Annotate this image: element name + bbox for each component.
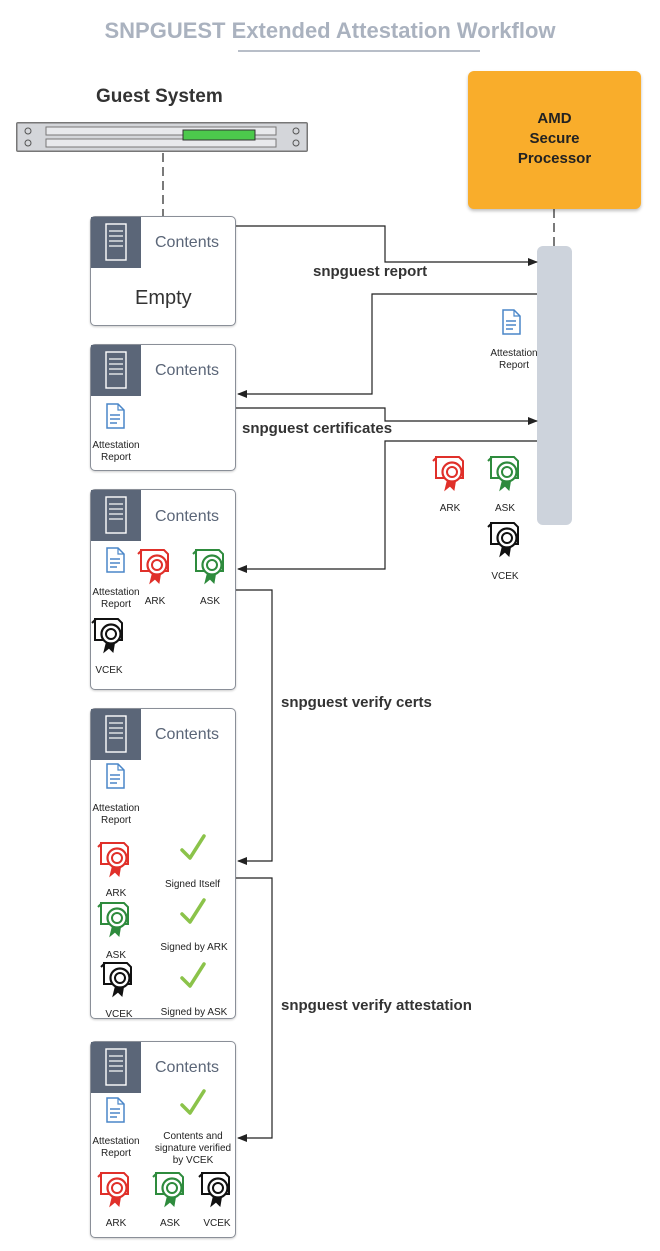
label-ask: ASK [199, 596, 220, 607]
label-line: Report [100, 1148, 131, 1159]
ask-certificate-icon [487, 456, 519, 492]
label-line: Report [100, 815, 131, 826]
ark-certificate-icon [137, 549, 169, 585]
label-vcek: VCEK [491, 571, 519, 582]
label-line: Report [100, 599, 131, 610]
label-ark: ARK [105, 888, 127, 899]
label-ark: ARK [439, 503, 461, 514]
label-line: Attestation [92, 587, 140, 598]
amd-processor-lane [537, 246, 572, 525]
ask-certificate-icon [192, 549, 224, 585]
command-snpguest-report: snpguest report [313, 263, 428, 280]
label-ark: ARK [144, 596, 166, 607]
label-line: Attestation [92, 1136, 140, 1147]
diagram-title: SNPGUEST Extended Attestation Workflow [104, 18, 556, 43]
label-line: signature verified [154, 1143, 232, 1154]
label-ask: ASK [105, 950, 126, 961]
label-line: Report [498, 360, 529, 371]
check-label-verified-by-vcek: Contents and signature verified by VCEK [146, 1131, 240, 1167]
label-ask: ASK [159, 1218, 180, 1229]
ask-certificate-icon [152, 1172, 184, 1208]
vcek-certificate-icon [198, 1172, 230, 1208]
label-line: Report [100, 452, 131, 463]
contents-label: Contents [155, 508, 220, 525]
amd-label: AMD Secure Processor [468, 109, 641, 169]
ark-certificate-icon [97, 842, 129, 878]
vcek-certificate-icon [100, 962, 132, 998]
command-snpguest-certificates: snpguest certificates [242, 420, 393, 437]
amd-label-line: Secure [529, 130, 580, 147]
command-snpguest-verify-certs: snpguest verify certs [281, 694, 432, 711]
empty-label: Empty [135, 287, 192, 309]
label-attestation-report-box4: Attestation Report [86, 803, 146, 827]
contents-label: Contents [155, 726, 220, 743]
ask-certificate-icon [97, 902, 129, 938]
label-attestation-report-box2: Attestation Report [86, 440, 146, 464]
check-label-signed-itself: Signed Itself [164, 879, 221, 890]
label-line: Attestation [92, 803, 140, 814]
amd-label-line: AMD [537, 110, 572, 127]
vcek-certificate-icon [91, 618, 123, 654]
label-line: by VCEK [172, 1155, 214, 1166]
check-label-signed-by-ark: Signed by ARK [160, 942, 228, 953]
amd-secure-processor [468, 71, 641, 209]
command-snpguest-verify-attestation: snpguest verify attestation [281, 997, 472, 1014]
label-line: Attestation [92, 440, 140, 451]
check-label-signed-by-ask: Signed by ASK [160, 1007, 228, 1018]
contents-label: Contents [155, 1059, 220, 1076]
title-underline [238, 50, 480, 52]
label-vcek: VCEK [105, 1009, 133, 1020]
label-attestation-report-box5: Attestation Report [86, 1136, 146, 1160]
guest-system-title: Guest System [96, 86, 223, 107]
label-line: Attestation [490, 348, 538, 359]
label-attestation-report-box3: Attestation Report [86, 587, 146, 611]
label-line: Contents and [163, 1131, 223, 1142]
label-ark: ARK [105, 1218, 127, 1229]
label-vcek: VCEK [95, 665, 123, 676]
contents-label: Contents [155, 362, 220, 379]
guest-server-icon [16, 122, 308, 152]
vcek-certificate-icon [487, 522, 519, 558]
label-attestation-report-amd: Attestation Report [484, 348, 544, 372]
ark-certificate-icon [97, 1172, 129, 1208]
contents-box-1 [90, 216, 236, 326]
contents-label: Contents [155, 234, 220, 251]
label-ask: ASK [494, 503, 515, 514]
label-vcek: VCEK [203, 1218, 231, 1229]
amd-label-line: Processor [517, 150, 592, 167]
ark-certificate-icon [432, 456, 464, 492]
